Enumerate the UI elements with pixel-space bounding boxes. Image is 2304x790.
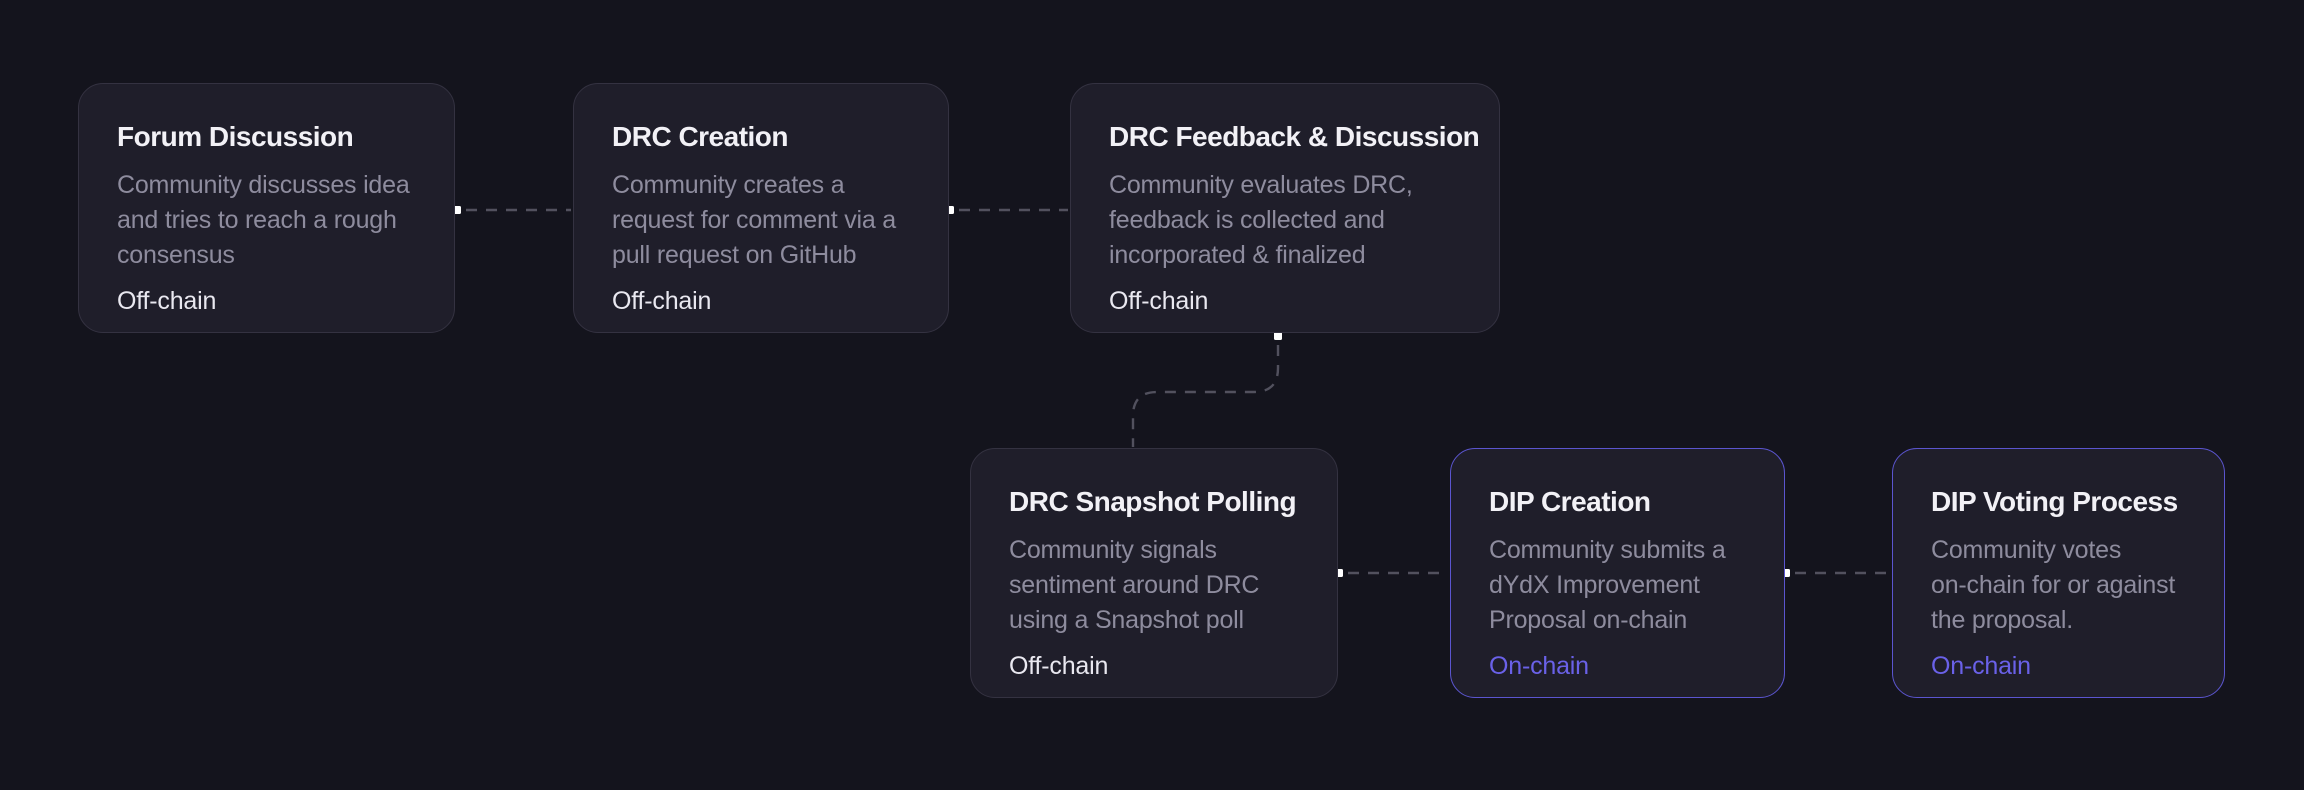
card-title: DRC Creation: [612, 121, 789, 152]
card-description: Community evaluates DRC, feedback is col…: [1109, 171, 1413, 269]
card-description: Community discusses idea and tries to re…: [117, 171, 410, 269]
card-description: Community votes on-chain for or against …: [1931, 536, 2176, 634]
card-forum-discussion: Forum Discussion Community discusses ide…: [78, 83, 455, 333]
card-description: Community signals sentiment around DRC u…: [1009, 536, 1260, 634]
chain-status-label: Off-chain: [612, 287, 712, 315]
chain-status-label: Off-chain: [1109, 287, 1209, 315]
chain-status-label: On-chain: [1931, 652, 2031, 680]
card-drc-feedback-discussion: DRC Feedback & Discussion Community eval…: [1070, 83, 1500, 333]
card-dip-creation: DIP Creation Community submits a dYdX Im…: [1450, 448, 1785, 698]
chain-status-label: On-chain: [1489, 652, 1589, 680]
card-title: DIP Creation: [1489, 486, 1651, 517]
card-dip-voting-process: DIP Voting Process Community votes on-ch…: [1892, 448, 2225, 698]
chain-status-label: Off-chain: [1009, 652, 1109, 680]
card-title: DRC Snapshot Polling: [1009, 486, 1297, 517]
connector-dot: [1274, 332, 1282, 340]
card-title: DRC Feedback & Discussion: [1109, 121, 1480, 152]
card-description: Community submits a dYdX Improvement Pro…: [1489, 536, 1726, 634]
chain-status-label: Off-chain: [117, 287, 217, 315]
card-title: DIP Voting Process: [1931, 486, 2178, 517]
card-drc-creation: DRC Creation Community creates a request…: [573, 83, 949, 333]
card-description: Community creates a request for comment …: [612, 171, 897, 269]
connector-dashed-line: [1131, 345, 1280, 447]
card-drc-snapshot-polling: DRC Snapshot Polling Community signals s…: [970, 448, 1338, 698]
card-title: Forum Discussion: [117, 121, 354, 152]
